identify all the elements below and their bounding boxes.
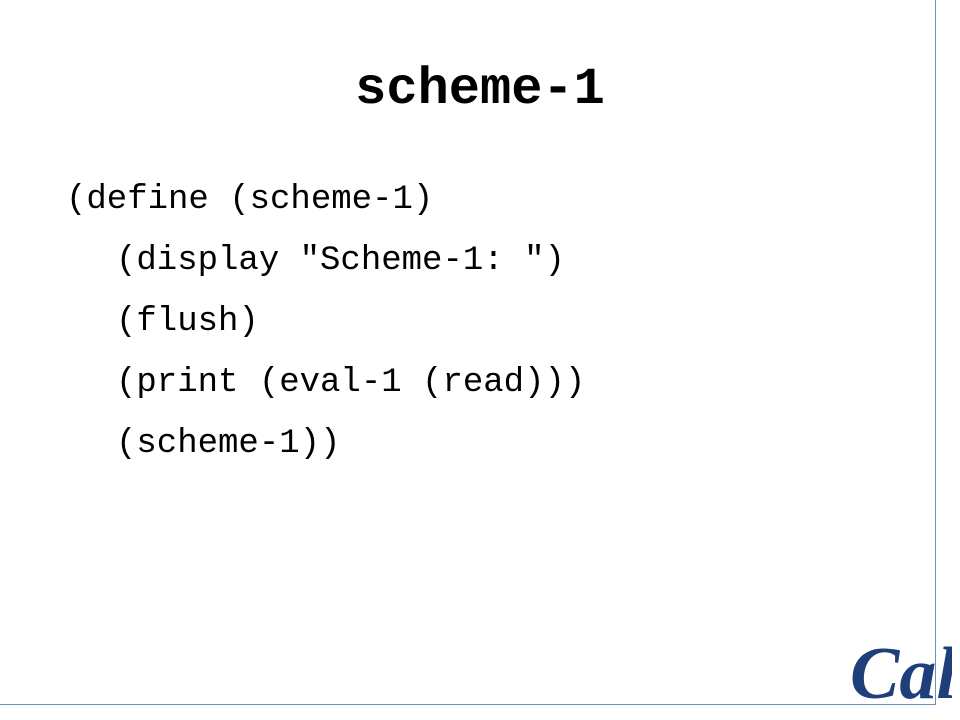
right-border-rule — [935, 0, 936, 705]
code-line: (print (eval-1 (read))) — [116, 364, 586, 402]
bottom-border-rule — [0, 704, 936, 705]
code-line: (scheme-1)) — [116, 425, 341, 463]
cal-logo-text: Cal — [850, 633, 952, 710]
code-line: (flush) — [116, 303, 259, 341]
slide-title: scheme-1 — [355, 60, 605, 119]
code-line: (display "Scheme-1: ") — [116, 242, 565, 280]
code-line: (define (scheme-1) — [66, 181, 434, 219]
code-block: (define (scheme-1) (display "Scheme-1: "… — [66, 174, 585, 479]
cal-logo-icon: Cal — [850, 633, 952, 710]
